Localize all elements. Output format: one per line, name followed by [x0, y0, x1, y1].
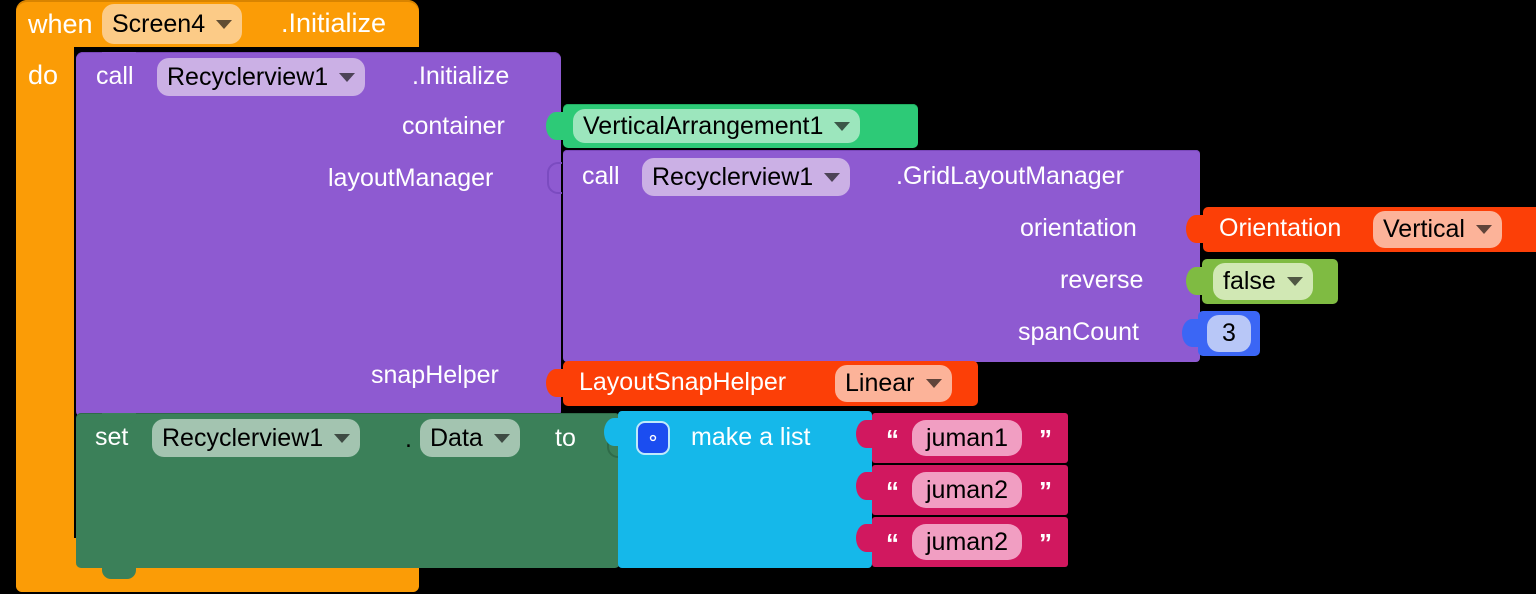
recyclerview-component-dropdown[interactable]: Recyclerview1: [157, 58, 366, 96]
text-string-block[interactable]: “ juman2 ”: [872, 517, 1068, 567]
chevron-down-icon: [334, 433, 351, 443]
param-label-orientation: orientation: [1020, 214, 1137, 242]
method-name-label-grid: .GridLayoutManager: [896, 162, 1124, 190]
open-quote-icon: “: [886, 424, 899, 454]
orientation-value-dropdown[interactable]: Vertical: [1373, 211, 1502, 248]
recyclerview-component-dropdown-grid[interactable]: Recyclerview1: [642, 158, 851, 196]
chevron-down-icon: [1475, 225, 1492, 234]
to-label: to: [555, 424, 576, 452]
close-quote-icon: ”: [1039, 424, 1052, 454]
call-label-grid: call: [582, 162, 620, 190]
param-label-reverse: reverse: [1060, 266, 1144, 294]
call-recyclerview-initialize-block[interactable]: call Recyclerview1 .Initialize container…: [76, 52, 562, 418]
set-property-dropdown[interactable]: Data: [420, 419, 520, 457]
set-component-dropdown[interactable]: Recyclerview1: [152, 419, 361, 457]
plug-text-item-2: [856, 472, 873, 500]
plug-container: [546, 112, 563, 140]
set-block-bottom-notch: [102, 568, 136, 579]
plug-snaphelper: [546, 369, 563, 397]
open-quote-icon: “: [886, 476, 899, 506]
plug-text-item-3: [856, 524, 873, 552]
method-name-label: .Initialize: [412, 62, 510, 90]
verticalarrangement-dropdown[interactable]: VerticalArrangement1: [573, 109, 861, 143]
verticalarrangement-component-block[interactable]: VerticalArrangement1: [563, 104, 918, 148]
chevron-down-icon: [493, 433, 510, 443]
snaphelper-value-dropdown[interactable]: Linear: [835, 365, 952, 402]
orientation-helper-block[interactable]: Orientation Vertical: [1203, 207, 1536, 252]
text-value-field[interactable]: juman1: [912, 420, 1022, 456]
orientation-helper-label: Orientation: [1219, 214, 1342, 242]
layoutsnaphelper-label: LayoutSnapHelper: [579, 368, 787, 396]
make-a-list-block[interactable]: make a list: [618, 411, 872, 568]
chevron-down-icon: [925, 379, 942, 388]
set-dot-separator: .: [405, 425, 412, 453]
false-value-dropdown[interactable]: false: [1213, 263, 1313, 300]
do-label: do: [28, 60, 59, 90]
set-block-top-notch: [102, 413, 136, 424]
text-string-block[interactable]: “ juman1 ”: [872, 413, 1068, 463]
layoutsnaphelper-block[interactable]: LayoutSnapHelper Linear: [563, 361, 978, 406]
plug-reverse: [1186, 267, 1203, 295]
call-recyclerview-gridlayoutmanager-block[interactable]: call Recyclerview1 .GridLayoutManager or…: [563, 150, 1200, 362]
math-number-block[interactable]: 3: [1198, 311, 1260, 356]
chevron-down-icon: [216, 19, 233, 29]
param-label-layoutmanager: layoutManager: [328, 164, 494, 192]
plug-make-a-list: [604, 418, 621, 446]
close-quote-icon: ”: [1039, 476, 1052, 506]
param-label-container: container: [402, 112, 505, 140]
socket-layoutmanager[interactable]: [547, 162, 562, 194]
plug-orientation: [1186, 215, 1203, 243]
plug-text-item-1: [856, 420, 873, 448]
make-a-list-label: make a list: [691, 423, 811, 451]
close-quote-icon: ”: [1039, 528, 1052, 558]
param-label-spancount: spanCount: [1018, 318, 1139, 346]
plug-spancount: [1182, 319, 1199, 347]
set-recyclerview-data-block[interactable]: set Recyclerview1 . Data to: [76, 413, 622, 579]
event-name-label: .Initialize: [281, 8, 387, 38]
chevron-down-icon: [339, 72, 356, 82]
text-string-block[interactable]: “ juman2 ”: [872, 465, 1068, 515]
text-value-field[interactable]: juman2: [912, 524, 1022, 560]
block-top-notch: [102, 52, 136, 63]
set-label: set: [95, 423, 129, 451]
spancount-number-field[interactable]: 3: [1207, 315, 1251, 352]
screen-component-dropdown[interactable]: Screen4: [102, 4, 243, 44]
gear-icon[interactable]: [636, 421, 670, 455]
chevron-down-icon: [834, 121, 851, 131]
call-label: call: [96, 62, 134, 90]
open-quote-icon: “: [886, 528, 899, 558]
logic-false-block[interactable]: false: [1202, 259, 1338, 304]
param-label-snaphelper: snapHelper: [371, 361, 499, 389]
chevron-down-icon: [1286, 277, 1303, 286]
text-value-field[interactable]: juman2: [912, 472, 1022, 508]
when-label: when: [28, 9, 93, 39]
chevron-down-icon: [824, 172, 841, 182]
